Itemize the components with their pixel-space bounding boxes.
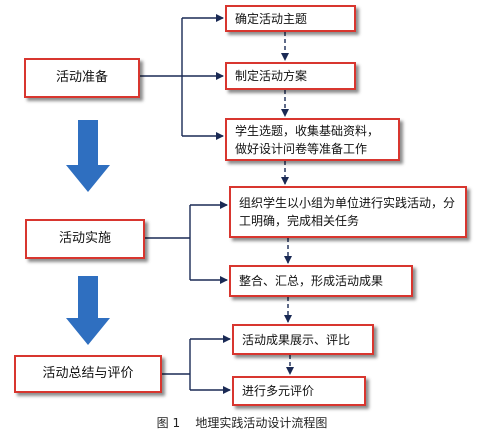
- stage-label-impl: 活动实施: [58, 231, 111, 246]
- step-box-impl-2: 整合、汇总，形成活动成果: [229, 265, 413, 297]
- stage-label-prep: 活动准备: [55, 70, 108, 85]
- connector-impl-bracket: [145, 205, 191, 280]
- step-box-eval-2: 进行多元评价: [232, 376, 366, 406]
- step-box-prep-3: 学生选题，收集基础资料，做好设计问卷等准备工作: [225, 118, 400, 161]
- step-label: 活动成果展示、评比: [242, 332, 351, 347]
- step-label: 组织学生以小组为单位进行实践活动，分工明确，完成相关任务: [239, 196, 456, 228]
- stage-arrow-impl-to-eval: [66, 276, 110, 345]
- step-label: 学生选题，收集基础资料，做好设计问卷等准备工作: [235, 123, 380, 156]
- stage-box-prep: 活动准备: [24, 58, 140, 98]
- stage-arrow-prep-to-impl: [66, 120, 110, 192]
- step-label: 制定活动方案: [235, 69, 308, 83]
- connector-eval-bracket: [162, 339, 191, 390]
- step-label: 整合、汇总，形成活动成果: [239, 274, 384, 288]
- stage-box-eval: 活动总结与评价: [14, 355, 162, 393]
- step-label: 确定活动主题: [235, 11, 308, 26]
- step-box-impl-1: 组织学生以小组为单位进行实践活动，分工明确，完成相关任务: [229, 186, 467, 238]
- step-box-prep-1: 确定活动主题: [225, 5, 356, 32]
- figure-caption: 图 1 地理实践活动设计流程图: [156, 416, 328, 430]
- stage-label-eval: 活动总结与评价: [42, 366, 134, 381]
- connector-prep-bracket: [140, 18, 183, 136]
- step-box-eval-1: 活动成果展示、评比: [232, 324, 374, 355]
- stage-box-impl: 活动实施: [25, 219, 145, 259]
- step-box-prep-2: 制定活动方案: [225, 62, 356, 90]
- step-label: 进行多元评价: [242, 384, 315, 398]
